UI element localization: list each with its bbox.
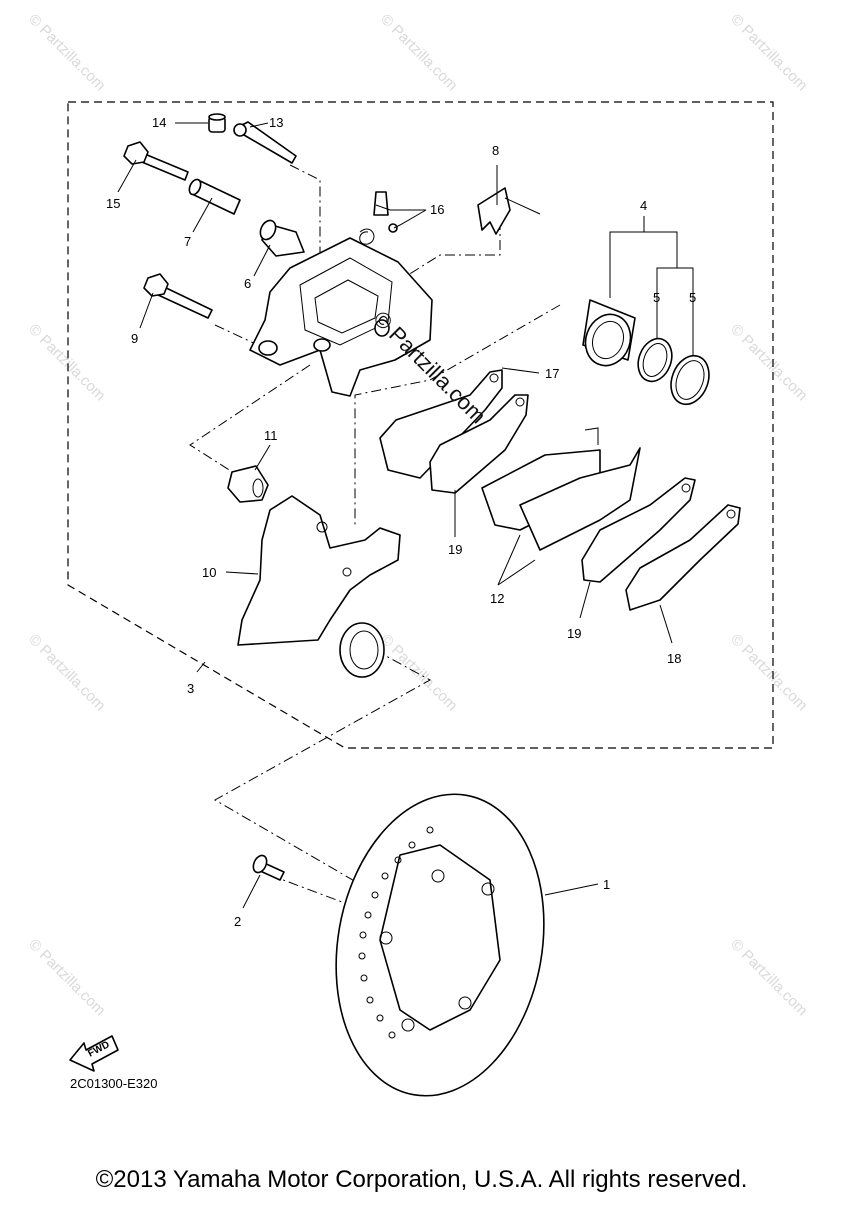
- part-1-brake-disc: [335, 793, 545, 1097]
- callout-7: 7: [184, 234, 191, 249]
- callout-10: 10: [202, 565, 216, 580]
- part-5-seal: [637, 337, 673, 383]
- callout-15: 15: [106, 196, 120, 211]
- watermark: © Partzilla.com: [727, 11, 810, 94]
- watermark: © Partzilla.com: [25, 631, 108, 714]
- part-15-bolt: [123, 141, 189, 181]
- callout-2: 2: [234, 914, 241, 929]
- callout-13: 13: [269, 115, 283, 130]
- watermark: © Partzilla.com: [25, 321, 108, 404]
- callout-8: 8: [492, 143, 499, 158]
- caliper-body: [249, 237, 433, 397]
- callout-labels: 1 2 3 4 5 5 6 7 8 9 10 11 12 13 14 15 16…: [106, 115, 696, 929]
- callout-11: 11: [264, 428, 278, 443]
- part-2-bolt: [252, 854, 285, 881]
- watermark: © Partzilla.com: [727, 631, 810, 714]
- part-4-piston: [582, 299, 636, 367]
- assembly-boundary: [67, 101, 774, 749]
- part-6-bushing: [259, 219, 305, 257]
- watermark: © Partzilla.com: [377, 631, 460, 714]
- watermark: © Partzilla.com: [377, 11, 460, 94]
- callout-4: 4: [640, 198, 647, 213]
- callout-3: 3: [187, 681, 194, 696]
- callout-leaders: [117, 122, 694, 909]
- callout-19: 19: [448, 542, 462, 557]
- callout-5: 5: [653, 290, 660, 305]
- watermark: © Partzilla.com: [25, 11, 108, 94]
- part-11-boot: [227, 465, 269, 503]
- callout-16: 16: [430, 202, 444, 217]
- callout-1: 1: [603, 877, 610, 892]
- part-5-seal: [670, 354, 710, 406]
- part-18-shim: [625, 504, 741, 611]
- catalog-code: 2C01300-E320: [70, 1076, 158, 1091]
- callout-17: 17: [545, 366, 559, 381]
- callout-9: 9: [131, 331, 138, 346]
- callout-12: 12: [490, 591, 504, 606]
- part-13-pin: [233, 121, 297, 164]
- part-12-pads: [481, 427, 641, 551]
- callout-14: 14: [152, 115, 166, 130]
- part-9-bolt: [143, 273, 213, 319]
- watermark: © Partzilla.com: [727, 321, 810, 404]
- callout-6: 6: [244, 276, 251, 291]
- callout-19: 19: [567, 626, 581, 641]
- part-14-cap: [208, 113, 226, 133]
- part-17-shim: [379, 369, 503, 479]
- part-16-bleed-screw: [359, 191, 398, 245]
- part-7-sleeve: [188, 178, 241, 215]
- part-19-pad: [429, 394, 529, 494]
- watermark: © Partzilla.com: [25, 936, 108, 1019]
- copyright-notice: ©2013 Yamaha Motor Corporation, U.S.A. A…: [95, 1166, 748, 1193]
- part-8-clip: [477, 187, 541, 235]
- part-19-pad: [581, 477, 696, 583]
- watermark: © Partzilla.com: [727, 936, 810, 1019]
- fwd-arrow-icon: FWD: [69, 1035, 119, 1072]
- part-10-bracket: [237, 495, 401, 678]
- disc-holes: [358, 826, 434, 1039]
- callout-18: 18: [667, 651, 681, 666]
- callout-5: 5: [689, 290, 696, 305]
